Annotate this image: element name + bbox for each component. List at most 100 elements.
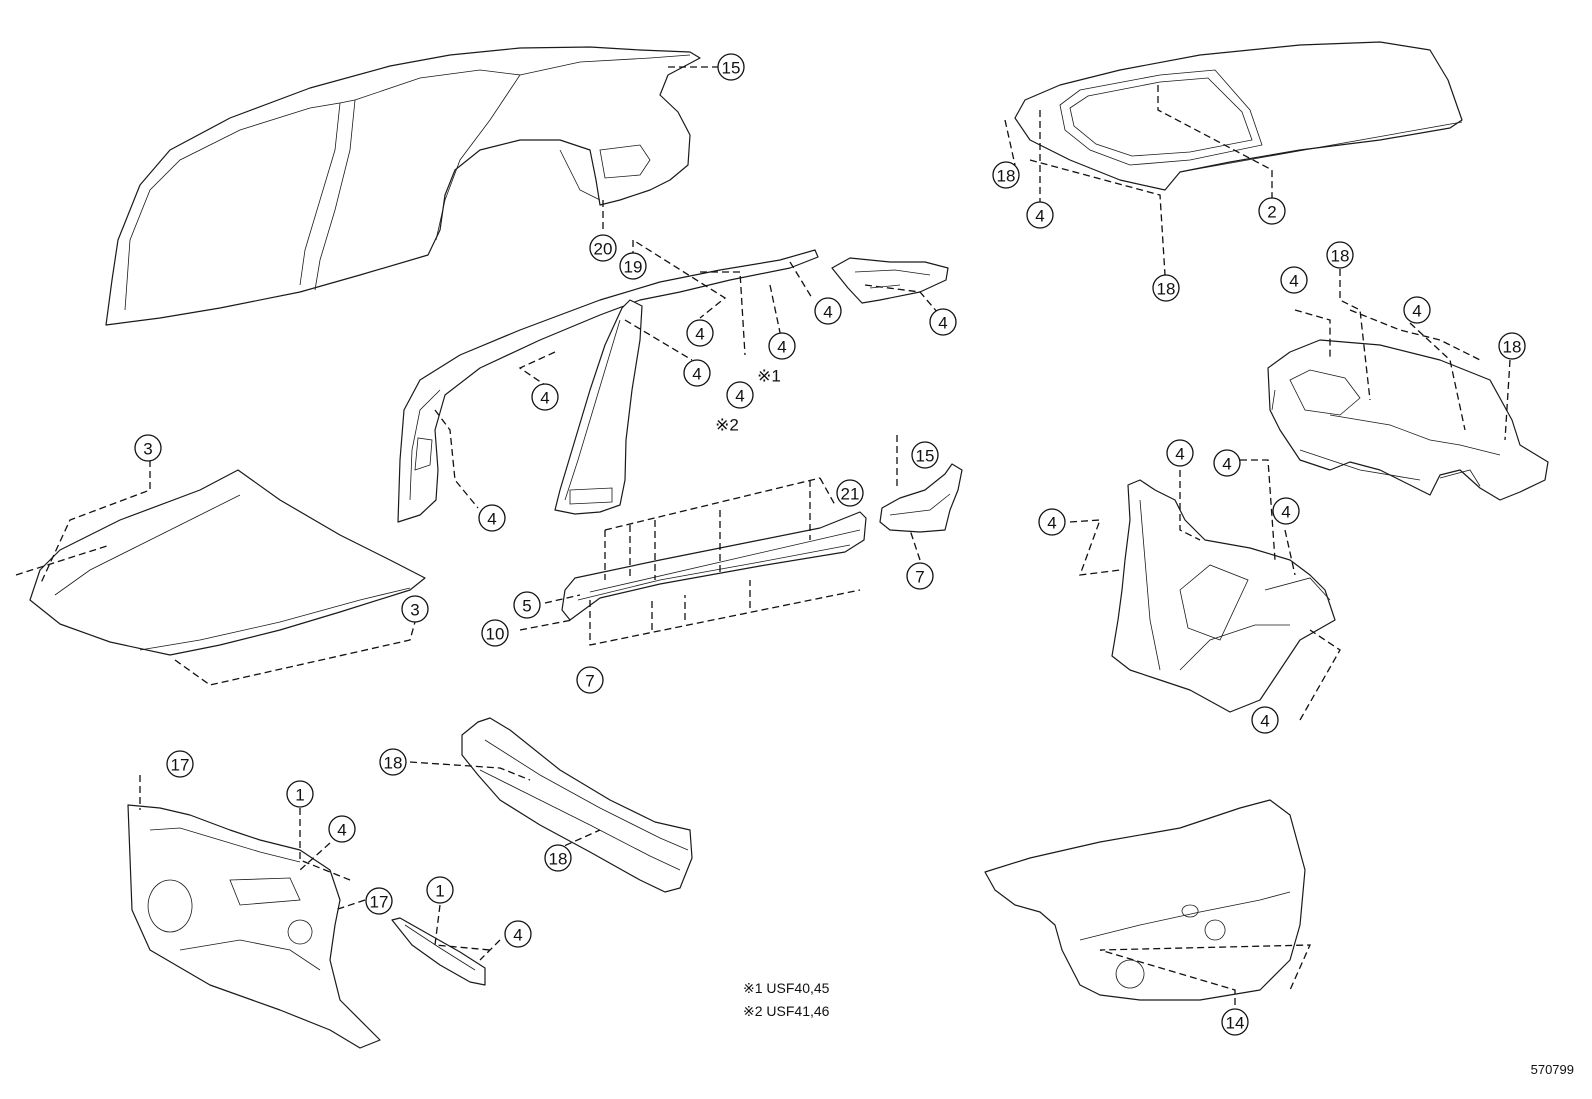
quarter-extension (879, 463, 963, 533)
callout-c4-floor-b: 4 (1403, 296, 1431, 324)
callout-circle (365, 887, 393, 915)
callout-c3-top: 3 (134, 434, 162, 462)
callout-c4-inner-d: 4 (1272, 497, 1300, 525)
callout-c1-bracket: 1 (426, 876, 454, 904)
callout-c4-dash: 4 (328, 815, 356, 843)
callout-c4-bracket: 4 (504, 920, 532, 948)
callout-c19: 19 (619, 252, 647, 280)
callout-circle (1326, 241, 1354, 269)
callout-c1-top: 1 (286, 780, 314, 808)
callout-label: 18 (1331, 247, 1350, 266)
callout-circle (1272, 497, 1300, 525)
callout-c15-side: 15 (717, 53, 745, 81)
callout-label: 21 (841, 485, 860, 504)
callout-c4-c: 4 (929, 308, 957, 336)
reference-number: 570799 (1530, 1062, 1574, 1077)
rear-floor-pan (1267, 339, 1549, 501)
callout-label: 4 (513, 926, 522, 945)
callout-c4-f: 4※2 (715, 381, 754, 435)
callout-circle (836, 479, 864, 507)
callout-c18-floor-b: 18 (1498, 332, 1526, 360)
callout-circle (544, 844, 572, 872)
callout-circle (1213, 449, 1241, 477)
callout-label: 4 (938, 314, 947, 333)
callout-circle (426, 876, 454, 904)
callout-c4-g: 4 (531, 383, 559, 411)
callout-circle (1152, 274, 1180, 302)
callout-c10: 10 (481, 619, 509, 647)
callout-label: 4 (1175, 445, 1184, 464)
callout-circle (1280, 266, 1308, 294)
callout-c17-mid: 17 (365, 887, 393, 915)
callout-label: 7 (915, 568, 924, 587)
callout-c4-a: 4 (814, 297, 842, 325)
dash-panel (127, 804, 381, 1049)
callout-label: 2 (1267, 203, 1276, 222)
callout-circle (726, 381, 754, 409)
callout-label: 10 (486, 625, 505, 644)
callout-circle (576, 666, 604, 694)
callout-c4-floor-a: 4 (1280, 266, 1308, 294)
callout-label: 1 (435, 882, 444, 901)
callout-label: 4 (735, 387, 744, 406)
callout-label: 4 (1222, 455, 1231, 474)
leader-lines (15, 66, 1511, 1005)
rear-inner-panel (1111, 479, 1336, 713)
callout-circle (992, 161, 1020, 189)
callout-circle (379, 748, 407, 776)
callout-label: 20 (594, 240, 613, 259)
callout-circle (1258, 197, 1286, 225)
callout-label: 4 (1281, 503, 1290, 522)
callout-label: 18 (1503, 338, 1522, 357)
callout-c4-inner-a: 4 (1166, 439, 1194, 467)
rocker-panel (561, 511, 867, 621)
callout-label: 4 (487, 510, 496, 529)
callout-label: 4 (1412, 302, 1421, 321)
callout-label: 3 (410, 601, 419, 620)
callout-label: 4 (337, 821, 346, 840)
callout-label: 15 (722, 59, 741, 78)
callout-c14: 14 (1221, 1008, 1249, 1036)
callout-c4-inner-e: 4 (1251, 706, 1279, 734)
callout-circle (1498, 332, 1526, 360)
callout-circle (619, 252, 647, 280)
callout-label: 1 (295, 786, 304, 805)
callout-circle (1251, 706, 1279, 734)
callout-c7-rocker: 7 (576, 666, 604, 694)
callout-c2: 2 (1258, 197, 1286, 225)
callout-circle (1166, 439, 1194, 467)
callout-circle (683, 359, 711, 387)
callout-c17-top: 17 (166, 750, 194, 778)
callout-label: 4 (1035, 207, 1044, 226)
callout-label: 19 (624, 258, 643, 277)
callout-circle (717, 53, 745, 81)
callout-label: 4 (540, 389, 549, 408)
callout-label: 17 (171, 756, 190, 775)
callout-c3-bottom: 3 (401, 595, 429, 623)
callout-circle (929, 308, 957, 336)
callout-circle (166, 750, 194, 778)
callout-circle (286, 780, 314, 808)
callout-label: 4 (1289, 272, 1298, 291)
callout-label: 18 (997, 167, 1016, 186)
callout-label: 4 (1260, 712, 1269, 731)
callout-circle (478, 504, 506, 532)
callout-c18-floor-a: 18 (1326, 241, 1354, 269)
callout-c5: 5 (513, 591, 541, 619)
callout-c4-inner-c: 4 (1038, 508, 1066, 536)
callout-circle (1403, 296, 1431, 324)
callout-label: 7 (585, 672, 594, 691)
cowl-panel (461, 717, 693, 893)
callout-c4-e: 4 (683, 359, 711, 387)
roof-panel (1014, 41, 1463, 191)
callout-c18-cowl-top: 18 (379, 748, 407, 776)
callout-label: 4 (695, 325, 704, 344)
callout-circle (589, 234, 617, 262)
callout-label: 18 (384, 754, 403, 773)
callout-c18-cowl-bottom: 18 (544, 844, 572, 872)
footnote-2: ※2 USF41,46 (743, 1003, 830, 1019)
callout-circle (814, 297, 842, 325)
callout-circle (504, 920, 532, 948)
